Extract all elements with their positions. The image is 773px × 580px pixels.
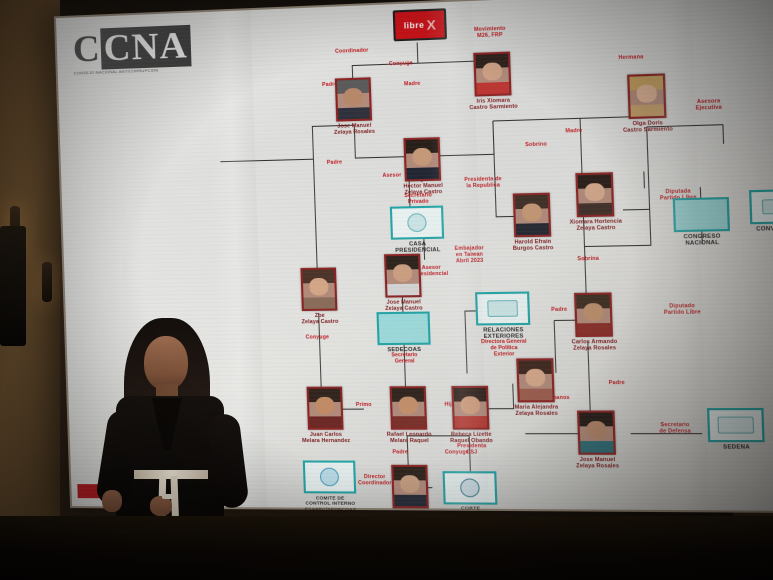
presenter-face bbox=[144, 336, 188, 390]
node-name: Jose Luis Melara Murillo bbox=[378, 510, 444, 513]
wall-sconce bbox=[42, 262, 52, 302]
presenter-wristwatch bbox=[162, 494, 174, 499]
presenter-right-hand bbox=[150, 496, 172, 516]
presenter-left-hand bbox=[102, 490, 122, 512]
speaker-cabinet bbox=[0, 226, 26, 346]
floor bbox=[0, 516, 773, 580]
